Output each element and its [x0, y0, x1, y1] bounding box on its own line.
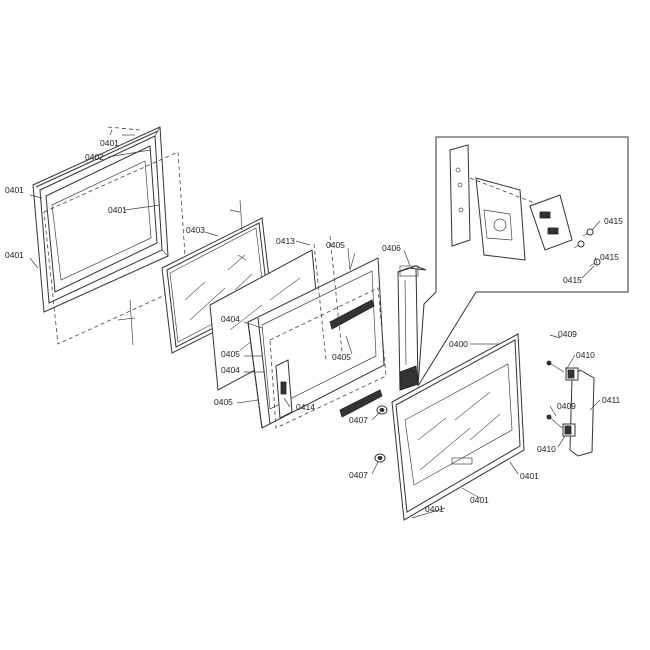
label-0402: 0402 — [85, 152, 104, 162]
label-0405-mid-left: 0405 — [221, 349, 240, 359]
inner-door-frame — [247, 235, 387, 429]
label-0414: 0414 — [296, 402, 315, 412]
label-0400: 0400 — [449, 339, 468, 349]
label-0401-left-lower: 0401 — [5, 250, 24, 260]
part-labels: 0401 0402 0401 0401 0401 0403 0413 0405 … — [5, 138, 623, 514]
label-0413: 0413 — [276, 236, 295, 246]
leader-lines — [29, 129, 601, 519]
label-0410-top: 0410 — [576, 350, 595, 360]
label-0415-top: 0415 — [604, 216, 623, 226]
door-handle-assembly — [546, 360, 595, 457]
label-0407-lower: 0407 — [349, 470, 368, 480]
label-0403: 0403 — [186, 225, 205, 235]
washers — [374, 405, 388, 463]
rear-door-frame — [32, 126, 188, 346]
label-0405-mid-right: 0405 — [332, 352, 351, 362]
label-0407-upper: 0407 — [349, 415, 368, 425]
label-0404-lower: 0404 — [221, 365, 240, 375]
label-0410-bottom: 0410 — [537, 444, 556, 454]
label-0404-upper: 0404 — [221, 314, 240, 324]
label-0401-left-upper: 0401 — [5, 185, 24, 195]
label-0401-inner: 0401 — [108, 205, 127, 215]
label-0405-bottom: 0405 — [214, 397, 233, 407]
label-0411: 0411 — [602, 395, 621, 405]
label-0405-top: 0405 — [326, 240, 345, 250]
hinge-detail-inset — [417, 136, 629, 387]
label-0415-mid: 0415 — [600, 252, 619, 262]
label-0401-bottom-mid: 0401 — [470, 495, 489, 505]
front-door-panel — [391, 333, 525, 521]
label-0409-top: 0409 — [558, 329, 577, 339]
label-0409-bottom: 0409 — [557, 401, 576, 411]
label-0406: 0406 — [382, 243, 401, 253]
label-0401-right: 0401 — [520, 471, 539, 481]
door-hinge — [397, 265, 427, 391]
label-0401-top: 0401 — [100, 138, 119, 148]
label-0415-bottom: 0415 — [563, 275, 582, 285]
label-0401-bottom-left: 0401 — [425, 504, 444, 514]
